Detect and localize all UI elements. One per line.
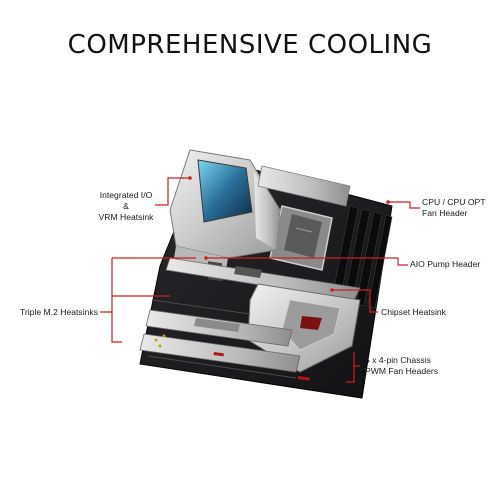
m2-heatsink-middle — [145, 309, 293, 347]
callout-chassis-fan: 5 x 4-pin Chassis PWM Fan Headers — [365, 355, 438, 377]
board-red-accents — [213, 352, 310, 381]
callout-cpu-fan-line1: CPU / CPU OPT — [422, 197, 486, 207]
callout-io-vrm-line1: Integrated I/O — [99, 190, 153, 200]
callout-chipset: Chipset Heatsink — [381, 307, 446, 318]
cpu-socket — [269, 205, 333, 271]
callout-m2: Triple M.2 Heatsinks — [8, 307, 98, 318]
callout-io-vrm-line3: VRM Heatsink — [98, 212, 154, 222]
vrm-top-heatsink — [257, 165, 351, 207]
callout-cpu-fan-line2: Fan Header — [422, 208, 468, 218]
callout-chassis-fan-line1: 5 x 4-pin Chassis — [365, 355, 431, 365]
callout-chipset-line1: Chipset Heatsink — [381, 307, 446, 317]
callout-io-vrm-line2: & — [123, 201, 129, 211]
callout-chassis-fan-line2: PWM Fan Headers — [365, 366, 439, 376]
callout-cpu-fan: CPU / CPU OPT Fan Header — [422, 197, 486, 219]
page-title: COMPREHENSIVE COOLING — [67, 30, 433, 60]
io-vrm-heatsink — [169, 149, 281, 282]
callout-m2-line1: Triple M.2 Heatsinks — [19, 307, 98, 317]
callout-io-vrm: Integrated I/O & VRM Heatsink — [82, 190, 170, 223]
callout-aio-pump: AIO Pump Header — [410, 259, 480, 270]
callout-aio-pump-line1: AIO Pump Header — [410, 259, 481, 269]
board-components — [154, 334, 166, 348]
pcie-slots — [147, 299, 297, 379]
m2-heatsink-top — [165, 257, 361, 301]
